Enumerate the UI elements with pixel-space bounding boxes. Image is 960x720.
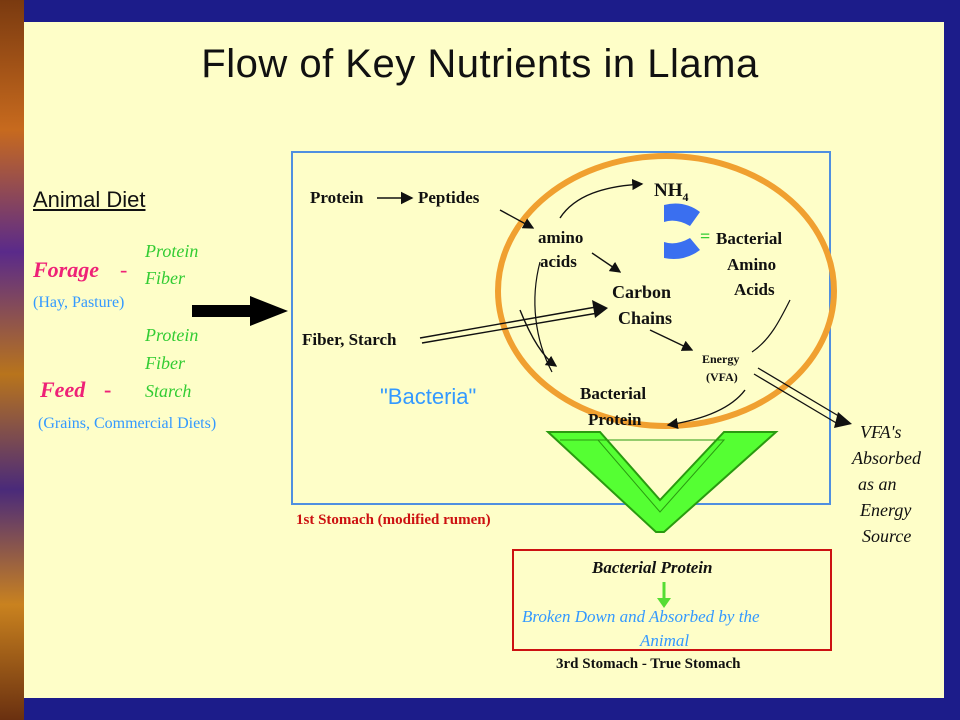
stomach3-description-line2: Animal xyxy=(640,631,690,650)
feed-component-fiber: Fiber xyxy=(145,353,185,373)
vfa-absorbed-line2: Absorbed xyxy=(852,448,921,468)
forage-component-fiber: Fiber xyxy=(145,268,185,288)
stomach3-caption: 3rd Stomach - True Stomach xyxy=(556,656,741,672)
feed-component-protein: Protein xyxy=(145,325,199,345)
vfa-absorbed-line1: VFA's xyxy=(860,422,902,442)
big-right-arrow-icon xyxy=(192,296,288,326)
carbon-chains-line1: Carbon xyxy=(612,282,672,302)
frame-left-decoration xyxy=(0,0,24,720)
vfa-label: (VFA) xyxy=(706,370,738,384)
feed-label: Feed xyxy=(40,377,86,402)
vfa-absorbed-line4: Energy xyxy=(860,500,912,520)
arrow-peptides-amino xyxy=(499,209,535,229)
forage-label: Forage xyxy=(33,257,99,282)
bacterial-protein-line2: Protein xyxy=(588,410,642,429)
vfa-absorbed-line3: as an xyxy=(858,474,897,494)
frame-right xyxy=(944,0,960,720)
protein-label: Protein xyxy=(310,188,364,207)
arrow-energy-bacterial-protein xyxy=(666,389,746,430)
nh4-label: NH4 xyxy=(654,180,689,205)
forage-component-protein: Protein xyxy=(145,241,199,261)
nh4-subscript: 4 xyxy=(682,189,689,204)
bacterial-protein-line1: Bacterial xyxy=(580,384,647,403)
peptides-label: Peptides xyxy=(418,188,480,207)
feed-component-starch: Starch xyxy=(145,381,192,401)
forage-examples: (Hay, Pasture) xyxy=(33,294,125,311)
big-down-arrow-icon xyxy=(545,431,779,533)
bacterial-amino-acids-line2: Amino xyxy=(727,255,777,274)
arrow-amino-nh4 xyxy=(559,178,644,219)
enzyme-icon xyxy=(664,203,700,259)
stomach1-caption: 1st Stomach (modified rumen) xyxy=(296,512,491,528)
vfa-absorbed-line5: Source xyxy=(862,526,912,546)
slide-title: Flow of Key Nutrients in Llama xyxy=(201,42,759,86)
arrow-fiber-carbon xyxy=(419,300,608,344)
carbon-chains-line2: Chains xyxy=(618,308,673,328)
arrow-bacterial-amino-energy xyxy=(751,299,791,353)
bacterial-amino-acids-line3: Acids xyxy=(734,280,775,299)
bacterial-amino-acids-line1: Bacterial xyxy=(716,229,783,248)
forage-dash: - xyxy=(120,257,128,282)
arrow-amino-carbon xyxy=(591,252,622,273)
feed-examples: (Grains, Commercial Diets) xyxy=(38,415,217,432)
fiber-starch-label: Fiber, Starch xyxy=(302,330,397,349)
feed-dash: - xyxy=(104,377,112,402)
stomach3-description-line1: Broken Down and Absorbed by the xyxy=(522,607,760,626)
arrow-fiber-bacterial-protein xyxy=(519,309,558,367)
stomach3-box xyxy=(512,549,832,651)
stomach3-heading: Bacterial Protein xyxy=(592,558,713,577)
arrow-energy-vfa xyxy=(753,367,852,428)
slide-background xyxy=(24,22,944,698)
small-down-arrow-icon xyxy=(657,582,671,608)
arrow-carbon-energy xyxy=(649,329,694,351)
bacteria-label: "Bacteria" xyxy=(380,384,477,409)
bacteria-circle xyxy=(495,153,837,429)
nh4-text: NH xyxy=(654,180,683,201)
energy-label: Energy xyxy=(702,352,740,366)
equals-sign: = xyxy=(700,226,711,246)
amino-acids-line1: amino xyxy=(538,228,584,247)
amino-acids-line2: acids xyxy=(540,252,577,271)
arrow-amino-down xyxy=(534,261,553,373)
diet-heading: Animal Diet xyxy=(33,187,146,212)
